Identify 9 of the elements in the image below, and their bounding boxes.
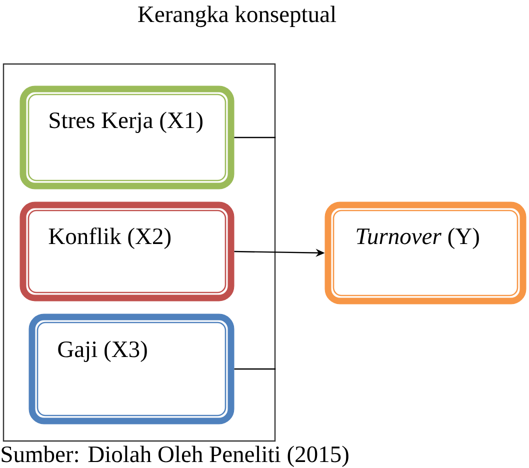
title: Kerangka konseptual: [138, 6, 336, 28]
rounded-box: Konflik (X2): [20, 202, 234, 302]
rounded-box: Turnover (Y): [324, 202, 526, 304]
frame-box: [2, 63, 276, 442]
connector-line: [234, 136, 276, 138]
caption: Sumber: Diolah Oleh Peneliti (2015): [2, 446, 348, 467]
rounded-box: Stres Kerja (X1): [20, 86, 234, 190]
connector-line: [234, 368, 276, 370]
rounded-box: Gaji (X3): [28, 314, 234, 424]
